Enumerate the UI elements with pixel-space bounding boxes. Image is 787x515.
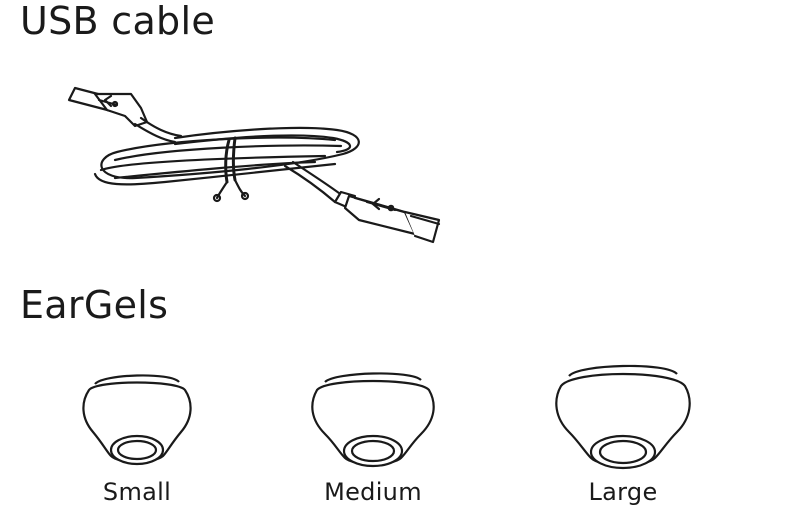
usb-a-connector-icon: [333, 190, 441, 244]
eargel-small: Small: [67, 360, 207, 512]
eargel-label-large: Large: [588, 478, 658, 506]
micro-usb-connector-icon: [67, 86, 149, 128]
eargel-icon: [82, 374, 192, 466]
eargel-medium: Medium: [303, 360, 443, 512]
eargel-icon: [311, 372, 435, 468]
usb-cable-icon: [55, 78, 455, 253]
eargel-icon: [555, 364, 691, 470]
eargels-heading: EarGels: [20, 283, 169, 327]
usb-cable-heading: USB cable: [20, 0, 216, 43]
eargel-label-small: Small: [102, 478, 172, 506]
eargel-label-medium: Medium: [324, 478, 422, 506]
eargel-large: Large: [553, 360, 693, 512]
